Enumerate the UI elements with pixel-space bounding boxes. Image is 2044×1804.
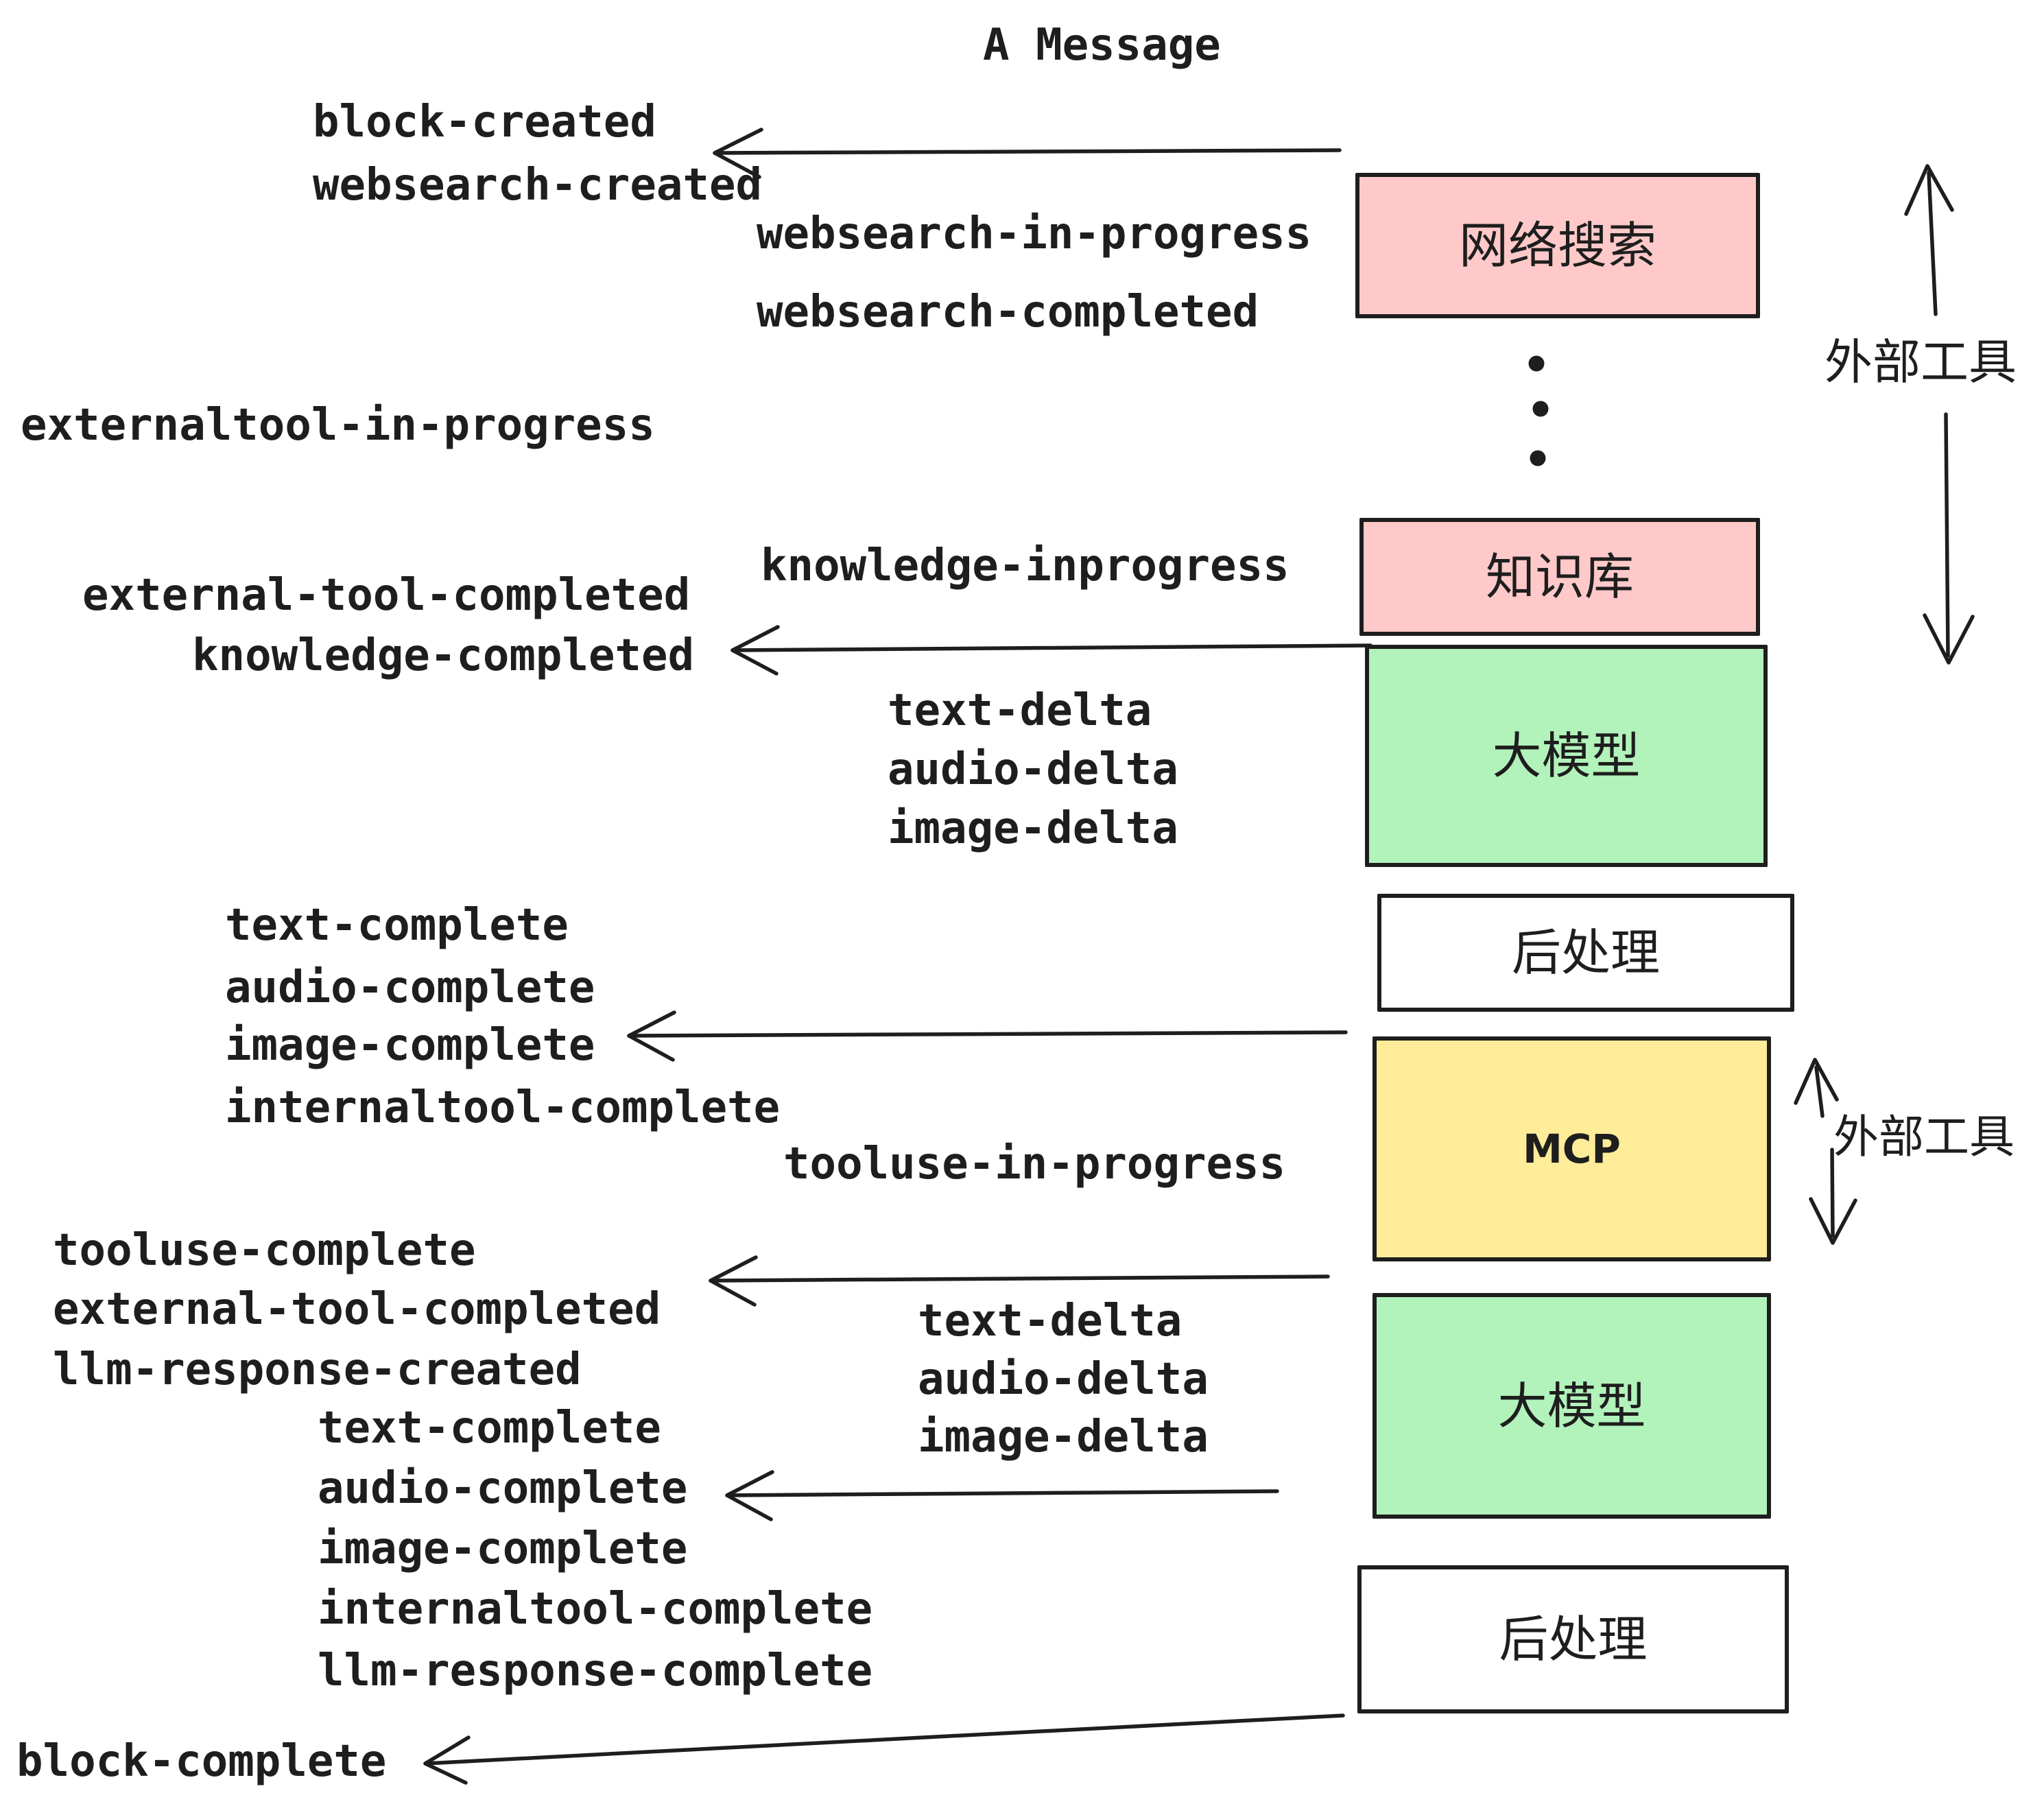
arrow-audio-complete xyxy=(725,1470,1279,1521)
event-block-complete: block-complete xyxy=(16,1736,387,1787)
box-llm-2-label: 大模型 xyxy=(1497,1377,1646,1435)
box-postprocess-1-label: 后处理 xyxy=(1511,924,1660,982)
event-audio-delta-2: audio-delta xyxy=(918,1354,1209,1405)
arrow-image-complete xyxy=(627,1010,1348,1062)
event-externaltool-in-progress: externaltool-in-progress xyxy=(21,400,655,451)
event-audio-complete: audio-complete xyxy=(225,962,595,1013)
external-tools-down-arrow xyxy=(1923,412,1975,665)
event-knowledge-completed: knowledge-completed xyxy=(192,630,695,681)
event-internaltool-complete: internaltool-complete xyxy=(225,1082,781,1133)
arrow-knowledge-completed xyxy=(730,625,1372,676)
diagram-title: A Message xyxy=(983,20,1221,71)
event-text-complete-2: text-complete xyxy=(318,1403,661,1453)
event-image-complete-2: image-complete xyxy=(318,1523,688,1574)
box-llm-2: 大模型 xyxy=(1372,1293,1771,1519)
box-mcp-label: MCP xyxy=(1523,1126,1621,1172)
event-text-delta-2: text-delta xyxy=(918,1296,1183,1346)
arrow-block-complete xyxy=(423,1713,1345,1785)
arrow-block-created xyxy=(713,128,1342,179)
box-postprocess-1: 后处理 xyxy=(1377,894,1794,1012)
mcp-external-tools-up-arrow xyxy=(1794,1058,1839,1118)
box-knowledge: 知识库 xyxy=(1359,518,1760,636)
event-text-delta: text-delta xyxy=(888,685,1152,736)
side-label-external-tools-top: 外部工具 xyxy=(1825,334,2017,390)
event-audio-complete-2: audio-complete xyxy=(318,1463,688,1514)
event-external-tool-completed-2: external-tool-completed xyxy=(53,1284,661,1335)
event-tooluse-complete: tooluse-complete xyxy=(53,1225,476,1276)
side-label-external-tools-mcp: 外部工具 xyxy=(1833,1111,2015,1163)
box-websearch: 网络搜索 xyxy=(1355,173,1760,318)
box-knowledge-label: 知识库 xyxy=(1485,548,1634,606)
event-tooluse-in-progress: tooluse-in-progress xyxy=(783,1139,1286,1189)
event-llm-response-created: llm-response-created xyxy=(53,1344,582,1395)
event-image-complete: image-complete xyxy=(225,1020,595,1071)
event-websearch-created: websearch-created xyxy=(313,160,763,211)
box-llm-1: 大模型 xyxy=(1365,645,1768,867)
event-audio-delta: audio-delta xyxy=(888,744,1178,795)
event-websearch-in-progress: websearch-in-progress xyxy=(757,209,1312,259)
box-mcp: MCP xyxy=(1372,1036,1771,1261)
event-image-delta-2: image-delta xyxy=(918,1412,1209,1462)
box-postprocess-2: 后处理 xyxy=(1357,1565,1789,1713)
box-llm-1-label: 大模型 xyxy=(1492,727,1641,785)
event-llm-response-complete: llm-response-complete xyxy=(318,1646,873,1696)
box-websearch-label: 网络搜索 xyxy=(1458,217,1656,274)
event-block-created: block-created xyxy=(313,97,656,147)
event-image-delta: image-delta xyxy=(888,803,1178,854)
box-postprocess-2-label: 后处理 xyxy=(1499,1611,1648,1668)
mcp-external-tools-down-arrow xyxy=(1809,1148,1857,1245)
event-external-tool-completed: external-tool-completed xyxy=(82,570,691,621)
event-internaltool-complete-2: internaltool-complete xyxy=(318,1584,873,1635)
event-text-complete: text-complete xyxy=(225,900,569,951)
event-knowledge-inprogress: knowledge-inprogress xyxy=(761,541,1290,591)
ellipsis-dots xyxy=(1528,355,1549,466)
external-tools-up-arrow xyxy=(1904,164,1954,316)
event-websearch-completed: websearch-completed xyxy=(757,287,1259,337)
